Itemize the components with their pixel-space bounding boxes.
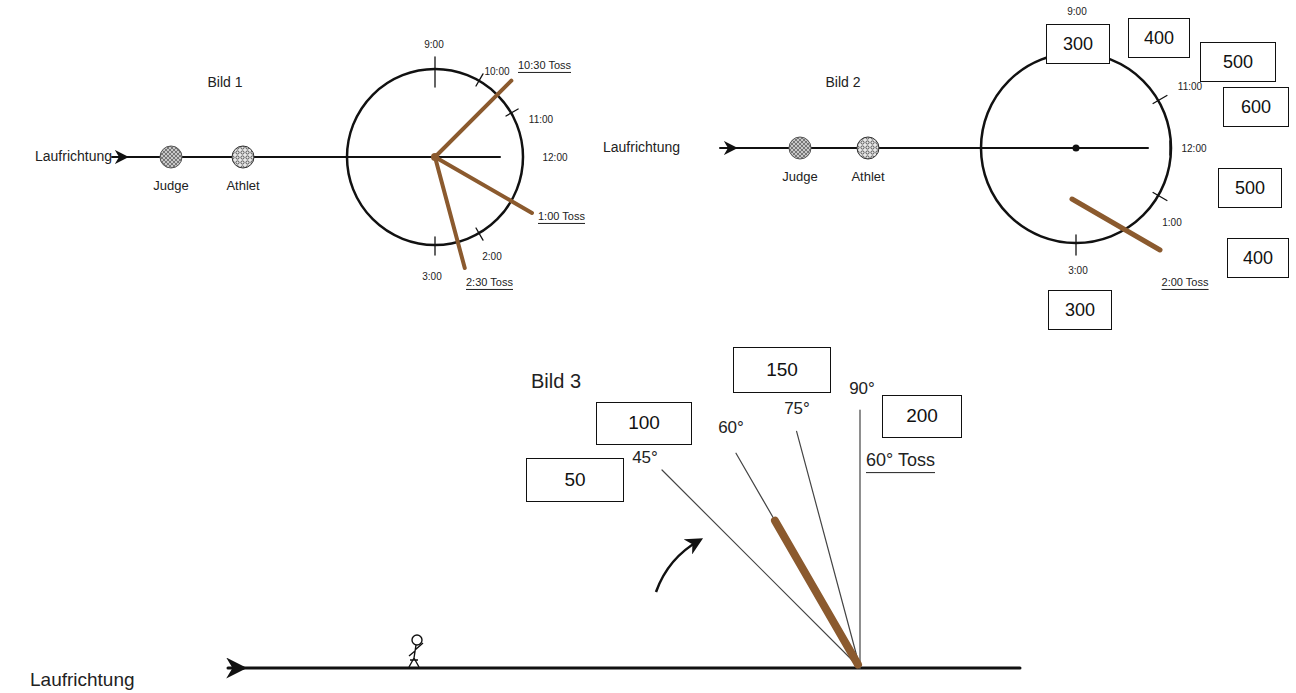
caber-stick	[775, 521, 858, 665]
angle-line	[859, 410, 860, 668]
toss-label: 60° Toss	[866, 451, 935, 473]
box-value: 600	[1241, 97, 1271, 118]
label-text: Bild 2	[825, 75, 860, 90]
label-text: Laufrichtung	[603, 140, 680, 155]
box-value: 500	[1235, 178, 1265, 199]
value-box: 150	[733, 347, 831, 393]
label-text: Bild 1	[207, 75, 242, 90]
box-value: 150	[766, 359, 798, 381]
athlete-marker	[232, 146, 254, 168]
box-value: 200	[906, 405, 938, 427]
value-box: 300	[1046, 24, 1110, 64]
athlete-marker	[857, 137, 879, 159]
clock-tick	[476, 228, 483, 240]
toss-label: 10:30 Toss	[518, 59, 571, 73]
label-text: 60°	[718, 419, 744, 438]
label-text: Bild 3	[531, 370, 581, 392]
clock-tick	[434, 237, 435, 255]
label-text: Athlet	[851, 170, 884, 184]
clock-tick	[506, 109, 518, 116]
rotation-arrow	[656, 540, 700, 592]
caber-stick	[1072, 199, 1160, 250]
caber-stick	[435, 157, 465, 268]
pivot-dot	[431, 153, 439, 161]
label-text: Athlet	[226, 179, 259, 193]
label-text: 11:00	[529, 114, 553, 125]
label-text: 45°	[632, 449, 658, 468]
box-value: 300	[1063, 34, 1093, 55]
ground-line	[243, 667, 1020, 670]
label-text: 10:00	[484, 66, 509, 77]
clock-tick	[522, 150, 523, 164]
turn-circle	[981, 53, 1171, 243]
box-value: 400	[1144, 28, 1174, 49]
box-value: 400	[1243, 248, 1273, 269]
clock-tick	[1075, 235, 1076, 255]
clock-tick	[476, 74, 483, 86]
label-text: 12:00	[1181, 143, 1206, 154]
value-box: 50	[526, 458, 624, 502]
judge-marker	[789, 137, 811, 159]
label-text: 11:00	[1178, 81, 1202, 92]
label-text: 1:00	[1162, 217, 1181, 228]
label-text: 12:00	[542, 152, 567, 163]
angle-line	[797, 431, 860, 668]
value-box: 400	[1128, 18, 1190, 58]
label-text: Laufrichtung	[35, 149, 112, 164]
direction-arrow	[720, 147, 735, 149]
label-text: 9:00	[1067, 6, 1086, 17]
label-text: Judge	[782, 170, 817, 184]
clock-tick	[1153, 193, 1167, 201]
caber-stick	[435, 81, 511, 157]
center-dot	[1073, 145, 1080, 152]
clock-tick	[1169, 141, 1170, 155]
label-text: 3:00	[422, 271, 441, 282]
toss-label: 2:30 Toss	[466, 276, 513, 290]
toss-label: 2:00 Toss	[1162, 276, 1209, 290]
clock-tick	[434, 57, 435, 87]
label-text: 90°	[849, 380, 875, 399]
toss-label: 1:00 Toss	[538, 210, 585, 224]
label-text: Laufrichtung	[30, 670, 135, 691]
value-box: 600	[1223, 87, 1289, 127]
value-box: 100	[596, 402, 692, 445]
box-value: 50	[564, 469, 585, 491]
label-text: Judge	[153, 179, 188, 193]
stick-figure	[409, 635, 423, 667]
box-value: 500	[1223, 52, 1253, 73]
direction-arrow	[112, 156, 126, 158]
value-box: 200	[882, 395, 962, 438]
label-text: 2:00	[482, 251, 501, 262]
angle-line	[662, 470, 860, 668]
judge-marker	[160, 146, 182, 168]
angle-line	[736, 453, 860, 668]
direction-arrow	[228, 667, 243, 670]
label-text: 3:00	[1068, 265, 1087, 276]
box-value: 300	[1065, 300, 1095, 321]
clock-tick	[1153, 96, 1167, 104]
value-box: 400	[1227, 238, 1289, 278]
value-box: 300	[1048, 290, 1112, 330]
value-box: 500	[1200, 42, 1276, 82]
label-text: 9:00	[424, 39, 443, 50]
label-text: 75°	[784, 400, 810, 419]
turn-circle	[347, 69, 523, 245]
value-box: 500	[1218, 168, 1282, 208]
box-value: 100	[628, 412, 660, 434]
